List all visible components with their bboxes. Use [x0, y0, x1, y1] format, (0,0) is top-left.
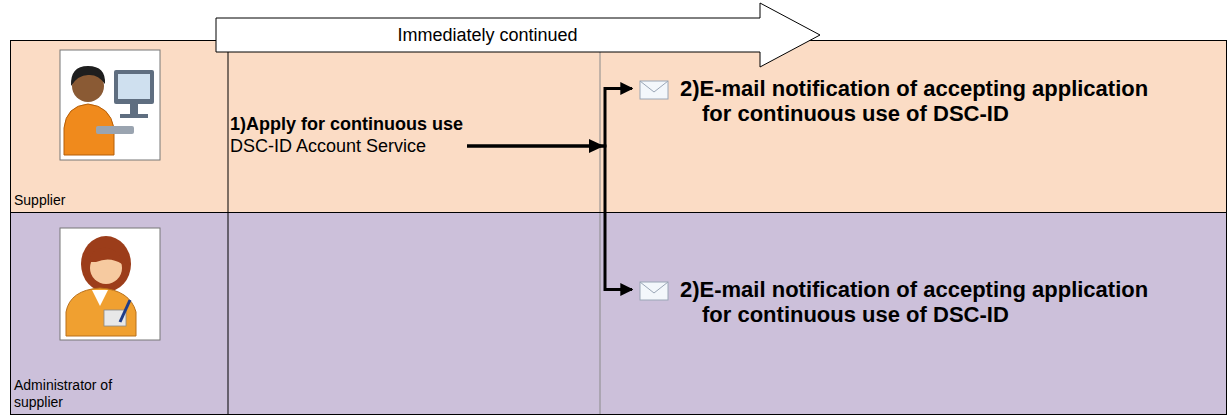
- person-hair: [71, 66, 105, 86]
- person-fringe: [89, 248, 122, 264]
- monitor-stand: [130, 104, 138, 114]
- admin-row-fill: [10, 212, 1227, 415]
- arrow-label: Immediately continued: [215, 18, 760, 52]
- supplier-icon: [60, 50, 160, 160]
- icon-frame: [60, 50, 160, 160]
- column-divider: [228, 40, 229, 415]
- envelope-flap: [640, 81, 668, 92]
- envelope-icon: [640, 282, 668, 300]
- connector-arrow: [467, 146, 632, 290]
- swimlane: Supplier 1)Apply for continuous useDSC-ID…: [10, 40, 1227, 213]
- monitor: [114, 70, 154, 104]
- administrator-icon: [60, 228, 160, 340]
- monitor-base: [120, 114, 148, 118]
- step-text: 2)E-mail notification of accepting appli…: [680, 76, 1172, 126]
- person-collar: [92, 290, 108, 306]
- envelope-flap: [640, 282, 668, 293]
- envelope-icon: [640, 81, 668, 99]
- step-text: 1)Apply for continuous use: [230, 113, 463, 135]
- monitor-screen: [118, 74, 150, 99]
- icon-frame: [60, 228, 160, 340]
- process-step: 1)Apply for continuous useDSC-ID Account…: [230, 113, 463, 157]
- envelope-body: [640, 282, 668, 300]
- column-divider: [600, 40, 601, 415]
- notification-step: 2)E-mail notification of accepting appli…: [632, 76, 1172, 126]
- connector-arrow: [467, 89, 632, 147]
- person-hair: [81, 236, 131, 292]
- step-text: DSC-ID Account Service: [230, 135, 463, 157]
- lane-label: Supplier: [14, 192, 65, 209]
- block-arrow: Immediately continued: [215, 2, 822, 68]
- supplier-row-fill: [10, 40, 1227, 212]
- pen: [120, 300, 130, 322]
- envelope-body: [640, 81, 668, 99]
- person-body: [66, 288, 136, 336]
- lane-label: Administrator of supplier: [14, 377, 134, 411]
- keyboard: [96, 126, 134, 134]
- swimlane: Administrator of supplier 2)E-mail notifi…: [10, 212, 1227, 415]
- notification-step: 2)E-mail notification of accepting appli…: [632, 277, 1172, 327]
- junction-arrowhead: [589, 139, 604, 153]
- arrow-shape: [216, 3, 820, 67]
- step-text: 2)E-mail notification of accepting appli…: [680, 277, 1172, 327]
